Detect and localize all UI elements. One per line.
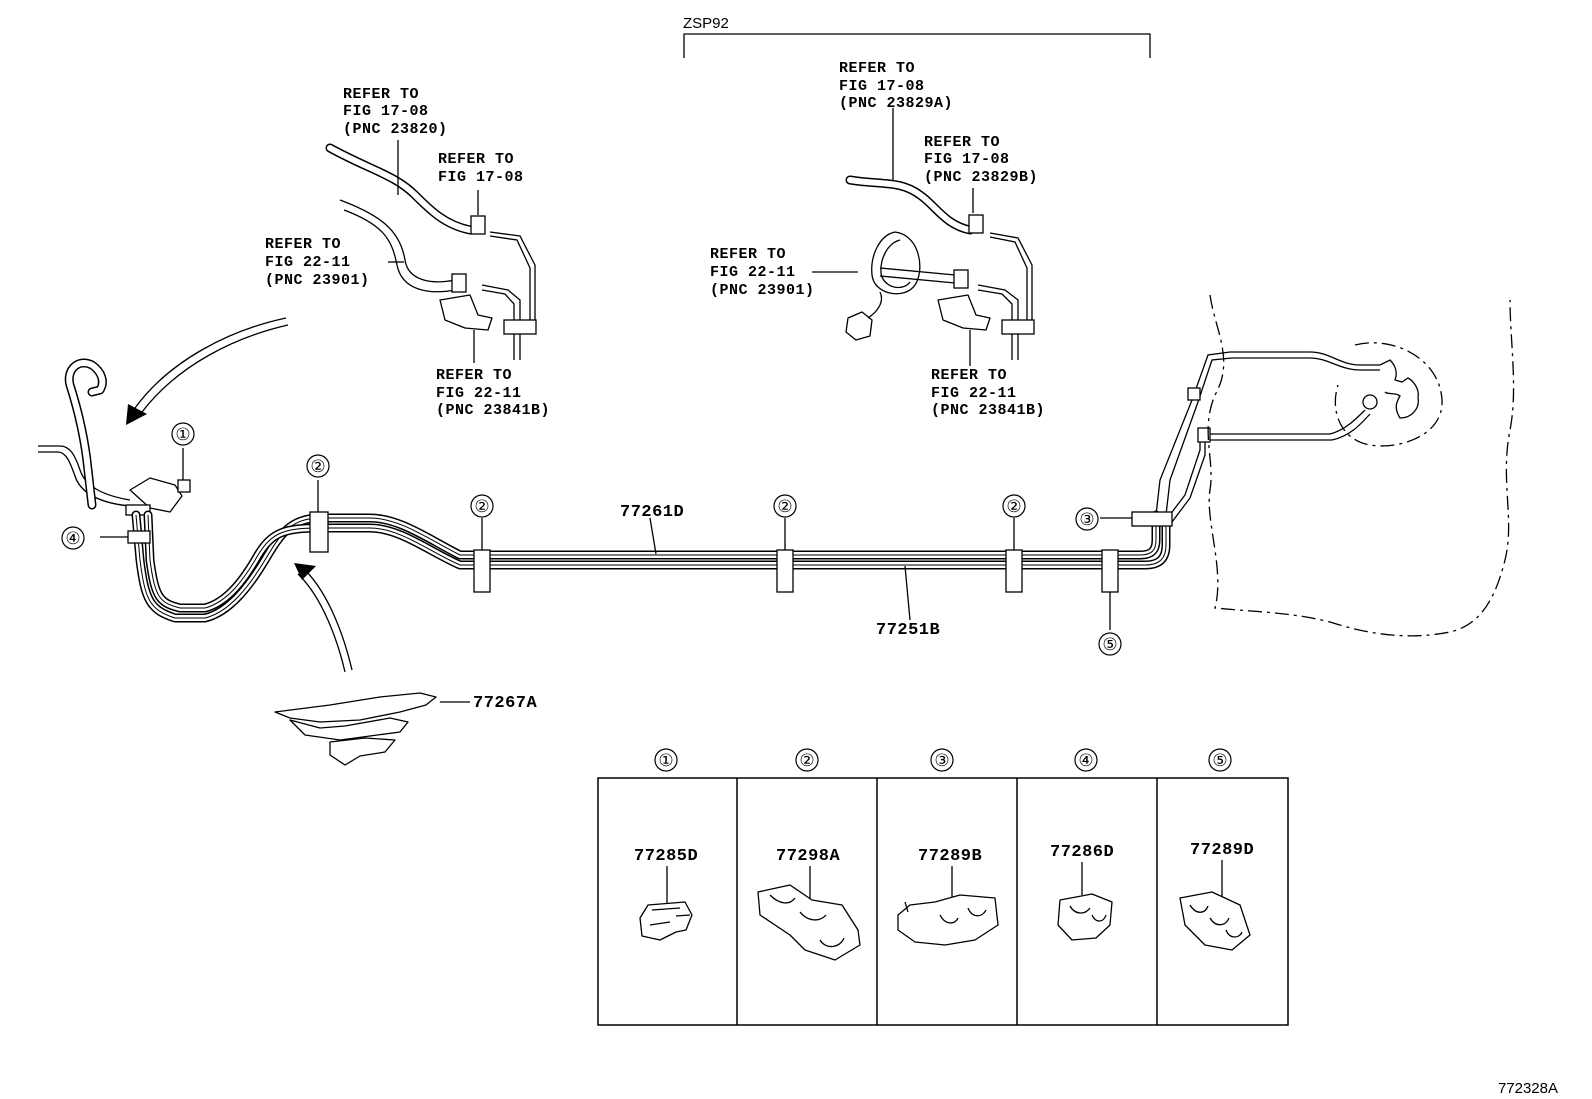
figure-id: 772328A <box>1498 1080 1558 1097</box>
svg-text:(PNC 23841B): (PNC 23841B) <box>436 402 550 419</box>
svg-text:②: ② <box>310 459 325 478</box>
main-tube-bundle <box>100 351 1380 630</box>
svg-text:②: ② <box>777 499 792 518</box>
callout-5: ⑤ <box>1098 632 1122 656</box>
clamp-4 <box>127 530 151 544</box>
callout-2-c: ② <box>773 494 797 518</box>
clamp-table-part: 77298A <box>776 847 841 866</box>
arrows <box>126 317 353 673</box>
svg-text:REFER TO: REFER TO <box>436 367 512 384</box>
variant-bracket: ZSP92 <box>683 15 1151 58</box>
svg-text:①: ① <box>175 427 190 446</box>
clamp-table-col-1: ① 77285D <box>634 748 698 941</box>
clamp-table-part: 77285D <box>634 847 698 866</box>
callout-4: ④ <box>61 526 85 550</box>
clamp-5 <box>1101 549 1119 593</box>
ref-left-pnc23841b: REFER TO FIG 22-11 (PNC 23841B) <box>436 367 550 419</box>
callout-3: ③ <box>1075 507 1099 531</box>
clamp-table-index: ⑤ <box>1212 753 1227 772</box>
clamp-table-part: 77289B <box>918 847 982 866</box>
svg-text:REFER TO: REFER TO <box>924 134 1000 151</box>
clamp-table-index: ① <box>658 753 673 772</box>
svg-text:REFER TO: REFER TO <box>710 246 786 263</box>
callout-2-a: ② <box>306 454 330 478</box>
left-engine-detail <box>325 140 537 363</box>
svg-text:REFER TO: REFER TO <box>265 236 341 253</box>
callout-2-b: ② <box>470 494 494 518</box>
svg-text:(PNC 23901): (PNC 23901) <box>710 282 815 299</box>
svg-text:(PNC 23829A): (PNC 23829A) <box>839 95 953 112</box>
svg-text:(PNC 23901): (PNC 23901) <box>265 272 370 289</box>
svg-text:REFER TO: REFER TO <box>931 367 1007 384</box>
ref-right-pnc23829b: REFER TO FIG 17-08 (PNC 23829B) <box>924 134 1038 186</box>
ref-left-pnc23820: REFER TO FIG 17-08 (PNC 23820) <box>343 86 448 138</box>
ref-right-pnc23901: REFER TO FIG 22-11 (PNC 23901) <box>710 246 815 299</box>
ref-right-pnc23829a: REFER TO FIG 17-08 (PNC 23829A) <box>839 60 953 112</box>
left-pipe-routing <box>38 358 191 516</box>
part-label-77251B: 77251B <box>876 621 940 640</box>
svg-text:FIG 22-11: FIG 22-11 <box>710 264 796 281</box>
svg-text:FIG 22-11: FIG 22-11 <box>265 254 351 271</box>
svg-text:⑤: ⑤ <box>1102 637 1117 656</box>
svg-text:FIG 22-11: FIG 22-11 <box>436 385 522 402</box>
callout-1: ① <box>171 422 195 446</box>
svg-text:FIG 17-08: FIG 17-08 <box>343 103 429 120</box>
right-engine-detail <box>812 108 1035 366</box>
part-label-77267A: 77267A <box>473 694 538 713</box>
callout-2-d: ② <box>1002 494 1026 518</box>
clamp-table-col-4: ④ 77286D <box>1050 748 1114 941</box>
clamp-table-part: 77286D <box>1050 843 1114 862</box>
svg-text:FIG 22-11: FIG 22-11 <box>931 385 1017 402</box>
svg-text:(PNC 23841B): (PNC 23841B) <box>931 402 1045 419</box>
ref-right-pnc23841b: REFER TO FIG 22-11 (PNC 23841B) <box>931 367 1045 419</box>
svg-text:REFER TO: REFER TO <box>839 60 915 77</box>
svg-text:REFER TO: REFER TO <box>343 86 419 103</box>
clamp-2-c <box>776 549 794 593</box>
clamp-table-part: 77289D <box>1190 841 1254 860</box>
clamp-3 <box>1131 511 1173 527</box>
ref-left-fig1708: REFER TO FIG 17-08 <box>438 151 524 186</box>
clamp-table-index: ② <box>799 753 814 772</box>
clamp-table-col-2: ② 77298A <box>757 748 861 961</box>
variant-label: ZSP92 <box>683 15 729 32</box>
svg-text:FIG 17-08: FIG 17-08 <box>924 151 1010 168</box>
svg-text:(PNC 23820): (PNC 23820) <box>343 121 448 138</box>
clamp-table-index: ③ <box>934 753 949 772</box>
fuel-tank-outline <box>1207 294 1515 637</box>
svg-text:③: ③ <box>1079 512 1094 531</box>
svg-text:FIG 17-08: FIG 17-08 <box>438 169 524 186</box>
clamp-table-col-5: ⑤ 77289D <box>1179 748 1254 951</box>
svg-text:②: ② <box>474 499 489 518</box>
clamp-table-index: ④ <box>1078 753 1093 772</box>
part-label-77261D: 77261D <box>620 503 684 522</box>
protector-77267A <box>274 692 470 766</box>
clamp-2-b <box>473 549 491 593</box>
svg-text:FIG 17-08: FIG 17-08 <box>839 78 925 95</box>
clamp-table-col-3: ③ 77289B <box>897 748 999 946</box>
clamp-table: ① 77285D ② 77298A ③ 77289B ④ <box>597 748 1289 1026</box>
svg-text:(PNC 23829B): (PNC 23829B) <box>924 169 1038 186</box>
clamp-2-d <box>1005 549 1023 593</box>
clamp-2-a <box>309 511 329 553</box>
svg-text:REFER TO: REFER TO <box>438 151 514 168</box>
svg-text:④: ④ <box>65 531 80 550</box>
ref-left-pnc23901: REFER TO FIG 22-11 (PNC 23901) <box>265 236 370 289</box>
svg-text:②: ② <box>1006 499 1021 518</box>
